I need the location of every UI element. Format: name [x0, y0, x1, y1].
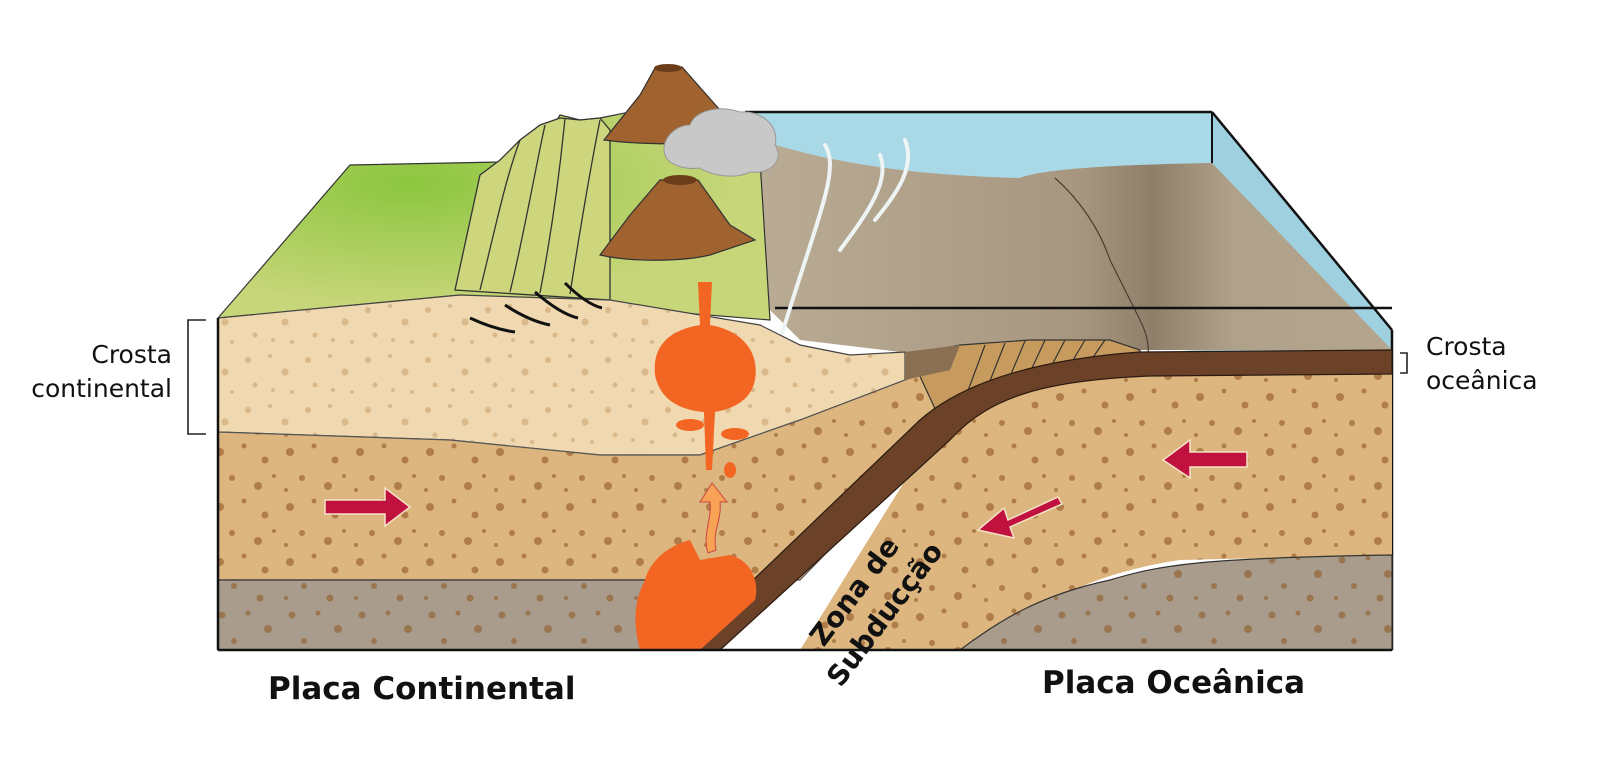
continental-crust-bracket: [187, 319, 206, 435]
block-frame: [216, 318, 1392, 652]
continental-crust-label-line1: Crosta: [91, 340, 172, 369]
asthenosphere-oceanic: [958, 554, 1393, 651]
volcano-lower: [598, 175, 757, 261]
asthenosphere-continental: [217, 579, 699, 651]
oceanic-plate-label: Placa Oceânica: [1042, 665, 1306, 701]
rising-magma-arrow: [699, 482, 729, 554]
oceanic-crust-bracket: [1400, 352, 1408, 374]
steam-wisps: [778, 138, 911, 342]
upper-mantle-oceanic: [800, 374, 1392, 650]
oceanic-crust-label-line2: oceânica: [1426, 366, 1538, 395]
continental-plate-motion-arrow: [324, 486, 412, 528]
oceanic-plate-motion-arrow: [1161, 438, 1248, 480]
oceanic-crust-label: Crosta oceânica: [1426, 330, 1538, 398]
continental-plate-label: Placa Continental: [268, 671, 576, 707]
continental-crust-label: Crosta continental: [10, 338, 172, 406]
continental-crust-label-line2: continental: [31, 374, 172, 403]
subduction-motion-arrow: [976, 496, 1064, 540]
folded-mountains: [454, 117, 611, 301]
thrust-faults: [469, 281, 603, 334]
oceanic-crust-label-line1: Crosta: [1426, 332, 1507, 361]
magma-chamber: [635, 282, 757, 650]
ash-cloud: [663, 108, 779, 177]
